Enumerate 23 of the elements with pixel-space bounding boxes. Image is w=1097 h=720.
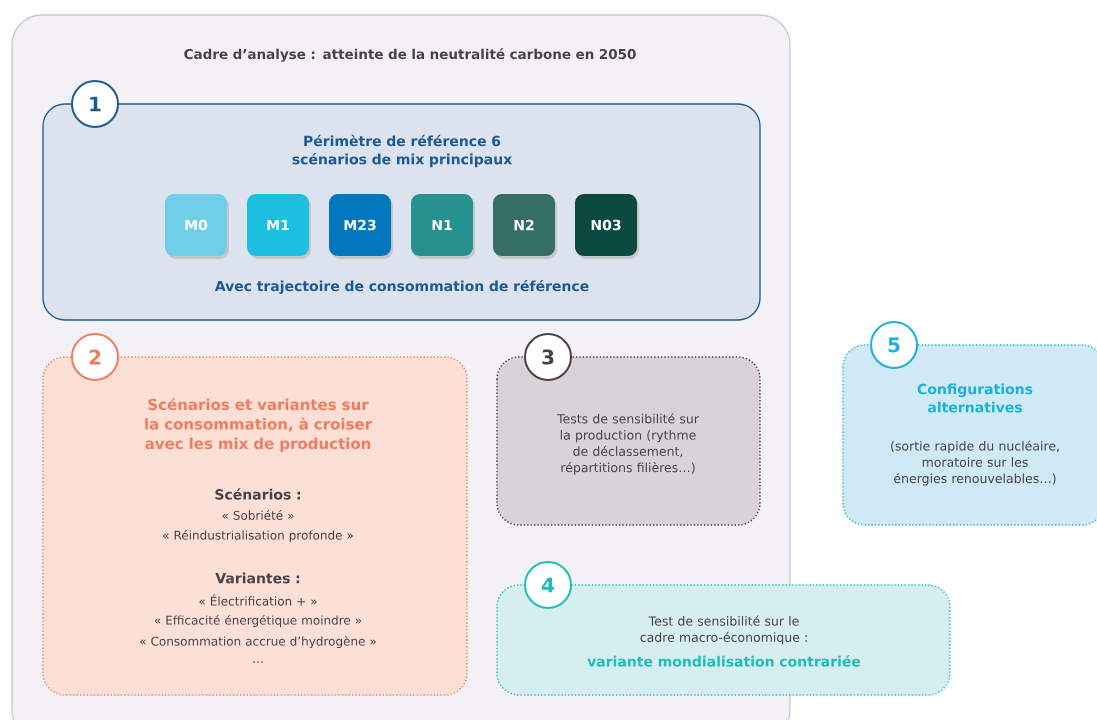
list-item: « Électrification + » — [199, 594, 317, 606]
scenario-tile: N1 — [411, 194, 475, 259]
scenario-tile: N03 — [575, 194, 639, 259]
heading: Périmètre de référence 6 scénarios de mix principaux — [292, 134, 512, 168]
ellipsis: … — [253, 661, 263, 663]
list-item: « Efficacité énergétique moindre » — [154, 614, 362, 628]
list-item: « Réindustrialisation profonde » — [163, 529, 353, 543]
subtitle: Avec trajectoire de consommation de référence — [214, 279, 589, 295]
scenario-tile: M23 — [329, 194, 393, 259]
highlight-text: variante mondialisation contrariée — [587, 655, 861, 667]
list-item: « Sobriété » — [222, 510, 294, 520]
scenario-tile: M1 — [247, 194, 311, 259]
body-text: (sortie rapide du nucléaire, moratoire sur les énergies renouvelables…) — [891, 440, 1059, 486]
body-text: Tests de sensibilité sur la production (rythme de déclassement, répartitions filières…) — [557, 413, 699, 475]
body-text: Test de sensibilité sur le cadre macro-économique : — [640, 615, 807, 645]
heading: Scénarios et variantes sur la consommation, à croiser avec les mix de production — [145, 397, 372, 453]
scenario-tile: M0 — [165, 194, 229, 259]
section-heading: Scénarios : — [215, 488, 301, 500]
title: Cadre d’analyse : atteinte de la neutralité carbone en 2050 — [184, 48, 636, 62]
section-heading: Variantes : — [215, 572, 300, 584]
list-item: « Consommation accrue d’hydrogène » — [140, 635, 376, 649]
scenario-tile: N2 — [493, 194, 557, 259]
heading: Configurations alternatives — [917, 383, 1033, 413]
